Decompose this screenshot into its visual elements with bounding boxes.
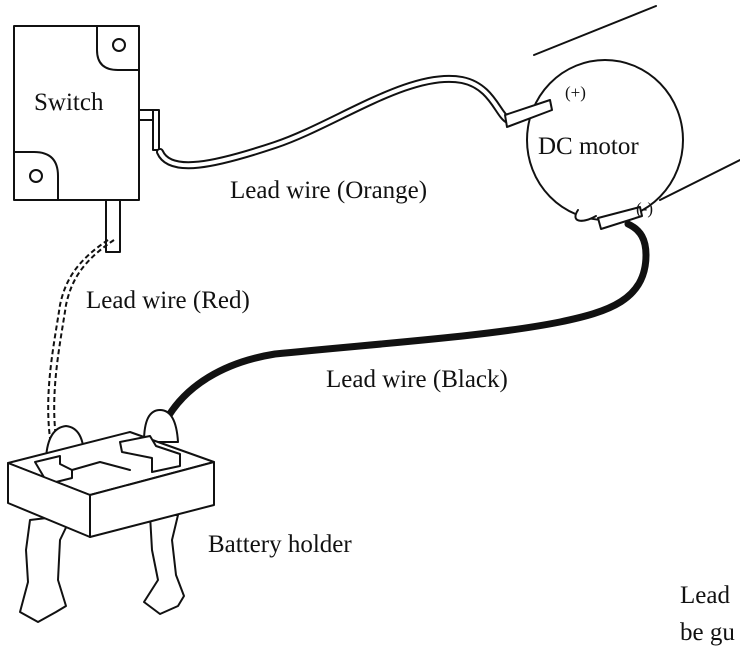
dc-motor-label: DC motor <box>538 133 639 160</box>
minus-label: (-) <box>636 199 653 218</box>
lead-wire-red-label: Lead wire (Red) <box>86 287 250 314</box>
battery-holder <box>7 409 215 623</box>
lead-wire-red <box>47 239 115 446</box>
lead-wire-black-label: Lead wire (Black) <box>326 366 508 393</box>
battery-holder-label: Battery holder <box>208 531 352 558</box>
plus-label: (+) <box>565 83 586 102</box>
lead-wire-orange <box>156 74 512 170</box>
lead-wire-orange-label: Lead wire (Orange) <box>230 177 427 204</box>
plus-terminal-connector <box>504 99 553 128</box>
switch-label: Switch <box>34 89 104 116</box>
partial-note-line-1: Lead <box>680 582 730 609</box>
partial-note-line-2: be gu <box>680 619 735 646</box>
minus-terminal-connector <box>597 206 643 230</box>
lead-wire-black <box>161 220 650 426</box>
switch <box>13 25 160 253</box>
dc-motor <box>526 5 740 222</box>
